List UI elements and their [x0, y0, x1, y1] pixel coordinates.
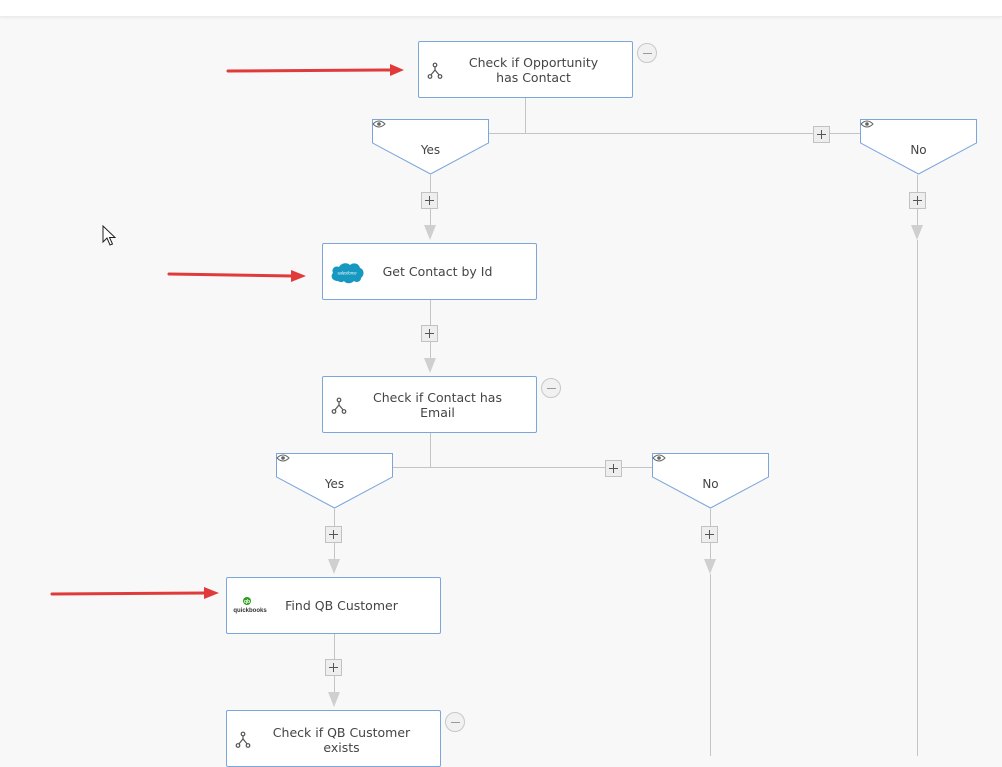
branch-shape [276, 453, 393, 509]
branch-label: No [702, 477, 719, 491]
connector [430, 133, 918, 134]
step-check-opportunity-has-contact[interactable]: Check if Opportunity has Contact [418, 41, 633, 98]
collapse-button[interactable] [445, 712, 465, 732]
red-annotation-arrow [50, 587, 219, 599]
salesforce-logo: salesforce [331, 263, 364, 284]
step-label: Find QB Customer [285, 598, 398, 613]
step-label: Check if Contact has Email [373, 389, 502, 420]
collapse-button[interactable] [637, 43, 657, 63]
red-annotation-arrow [226, 64, 404, 76]
branch-email-yes[interactable]: Yes [276, 453, 393, 509]
collapse-button[interactable] [541, 378, 561, 398]
connector [710, 574, 711, 756]
logo-text: salesforce [337, 271, 357, 276]
step-check-contact-has-email[interactable]: Check if Contact has Email [322, 376, 537, 433]
branch-label: No [910, 143, 927, 157]
step-label: Check if QB Customer exists [272, 725, 411, 755]
branch-shape [372, 119, 489, 175]
add-step-button[interactable] [421, 192, 438, 209]
branch-email-no[interactable]: No [652, 453, 769, 509]
branch-icon [427, 62, 443, 79]
branch-icon [331, 397, 347, 414]
eye-icon[interactable] [860, 119, 874, 129]
connector [430, 433, 431, 468]
flow-arrowhead [424, 225, 436, 240]
flow-arrowhead [704, 559, 716, 574]
red-annotation-arrow [167, 270, 306, 282]
branch-label: Yes [420, 143, 441, 157]
connector [917, 240, 918, 756]
step-label: Get Contact by Id [382, 264, 493, 279]
connector [525, 98, 526, 134]
eye-icon[interactable] [276, 453, 290, 463]
add-step-button[interactable] [605, 460, 622, 477]
add-step-button[interactable] [325, 526, 342, 543]
add-step-button[interactable] [325, 659, 342, 676]
flow-arrowhead [328, 692, 340, 707]
step-label: Check if Opportunity has Contact [468, 54, 599, 85]
step-check-qb-customer-exists[interactable]: Check if QB Customer exists [226, 710, 441, 767]
add-step-button[interactable] [701, 526, 718, 543]
branch-label: Yes [324, 477, 345, 491]
flow-arrowhead [424, 358, 436, 373]
branch-opportunity-yes[interactable]: Yes [372, 119, 489, 175]
connector [334, 467, 710, 468]
svg-text:qb: qb [244, 599, 250, 605]
branch-shape [860, 119, 977, 175]
flow-arrowhead [328, 559, 340, 574]
add-step-button[interactable] [421, 325, 438, 342]
step-find-qb-customer[interactable]: qb quickbooks Find QB Customer [226, 577, 441, 634]
flow-arrowhead [911, 225, 923, 240]
quickbooks-logo: qb quickbooks [233, 597, 267, 614]
cursor-pointer-icon [102, 225, 116, 246]
add-step-button[interactable] [813, 126, 830, 143]
top-toolbar [0, 0, 1002, 17]
step-get-contact-by-id[interactable]: salesforce Get Contact by Id [322, 243, 537, 300]
branch-shape [652, 453, 769, 509]
add-step-button[interactable] [909, 192, 926, 209]
eye-icon[interactable] [652, 453, 666, 463]
branch-opportunity-no[interactable]: No [860, 119, 977, 175]
logo-text: quickbooks [233, 608, 267, 614]
eye-icon[interactable] [372, 119, 386, 129]
branch-icon [235, 731, 251, 748]
